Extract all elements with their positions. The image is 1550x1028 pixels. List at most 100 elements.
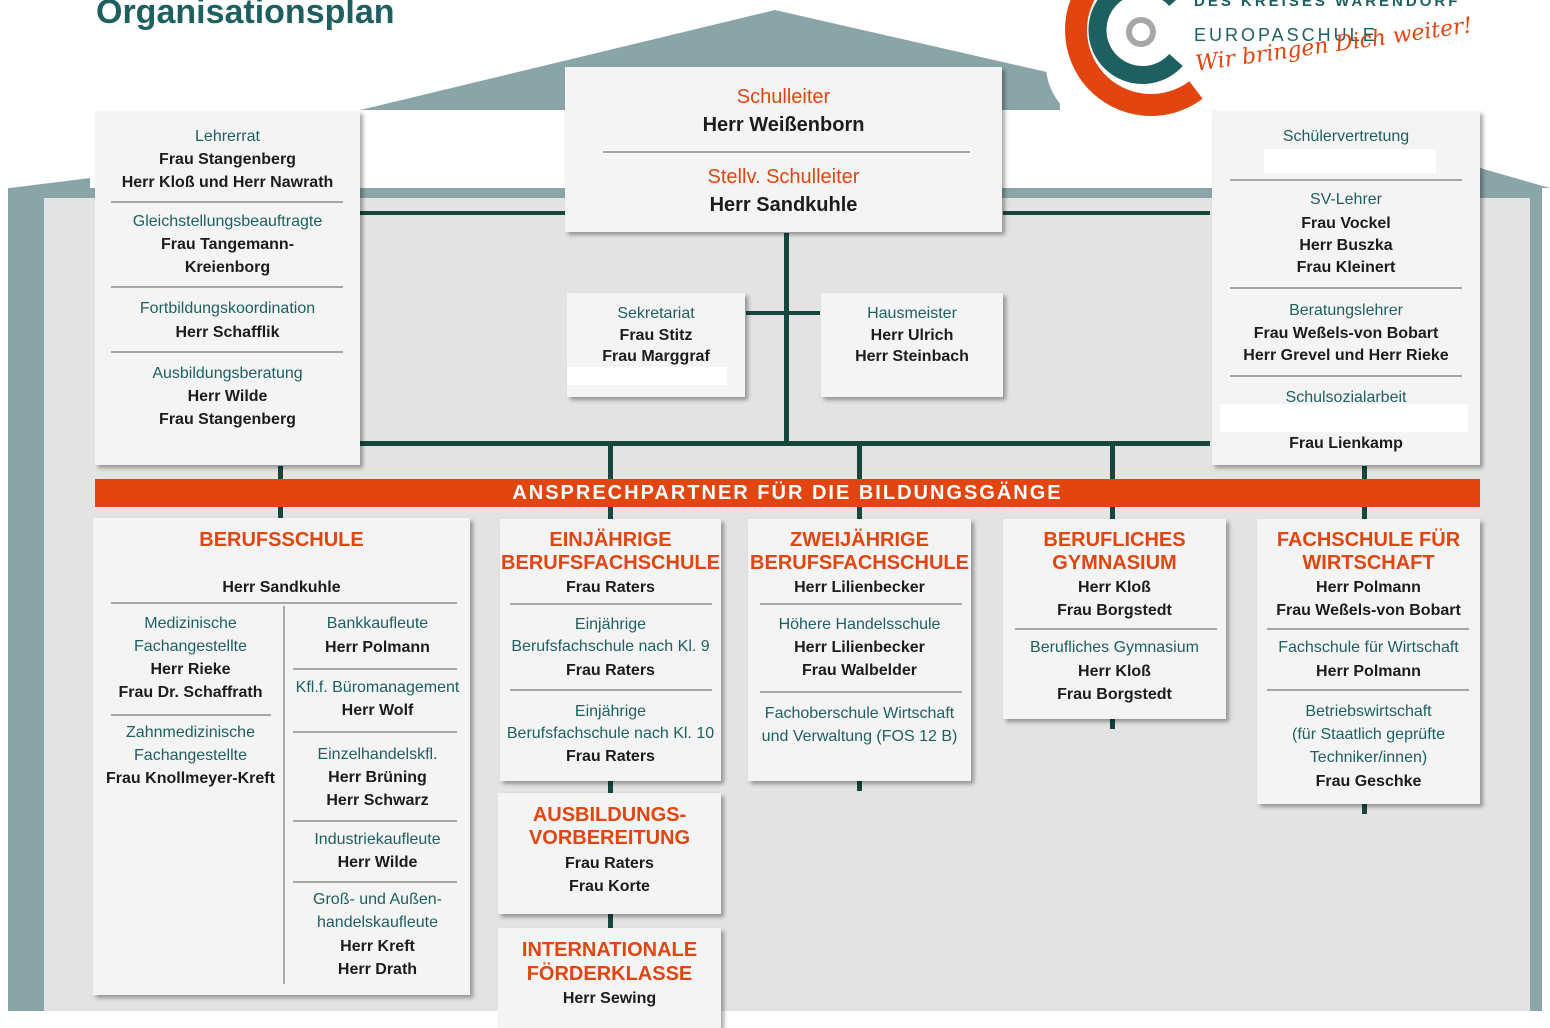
med-name: Herr Rieke — [150, 661, 231, 678]
ausbildung-box: AUSBILDUNGS- VORBEREITUNG Frau Raters Fr… — [498, 793, 721, 914]
industrie-name: Herr Wilde — [337, 854, 418, 871]
fos-role: Fachoberschule Wirtschaft — [764, 705, 955, 722]
international-box: INTERNATIONALE FÖRDERKLASSE Herr Sewing — [498, 928, 721, 1028]
redaction — [567, 367, 727, 385]
ausbildung-name: Frau Korte — [569, 878, 650, 895]
divider — [111, 286, 343, 288]
sv-lehrer-name: Frau Kleinert — [1296, 259, 1396, 276]
einjaehrige-title: BERUFSFACHSCHULE — [501, 552, 720, 574]
beratungslehrer-name: Herr Grevel und Herr Rieke — [1243, 347, 1449, 364]
buero-name: Herr Wolf — [341, 702, 414, 719]
logo: DES KREISES WARENDORF EUROPASCHULE Wir b… — [1046, 0, 1550, 125]
ausbildungsberatung-role: Ausbildungsberatung — [152, 365, 303, 382]
einj9-role: Einjährige — [574, 616, 647, 633]
industrie-role: Industriekaufleute — [314, 831, 441, 848]
divider — [760, 603, 962, 605]
lehrerrat-name: Frau Stangenberg — [159, 151, 296, 168]
page-title: Organisationsplan — [96, 0, 395, 31]
divider — [603, 151, 970, 153]
einj9-role: Berufsfachschule nach Kl. 9 — [511, 638, 710, 655]
ausbildungsberatung-name: Frau Stangenberg — [159, 411, 296, 428]
banner: ANSPRECHPARTNER FÜR DIE BILDUNGSGÄNGE — [95, 479, 1480, 507]
sekretariat-role: Sekretariat — [617, 305, 695, 322]
zahn-name: Frau Knollmeyer-Kreft — [106, 770, 275, 787]
international-title: FÖRDERKLASSE — [526, 963, 693, 985]
grosshandel-name: Herr Drath — [337, 961, 418, 978]
gymnasium-title: GYMNASIUM — [1052, 552, 1177, 574]
zweijaehrige-title: BERUFSFACHSCHULE — [750, 552, 969, 574]
lehrerrat-role: Lehrerrat — [195, 128, 260, 145]
connector — [1362, 804, 1367, 814]
divider — [293, 820, 457, 822]
connector — [857, 443, 862, 480]
divider — [293, 881, 457, 883]
international-title: INTERNATIONALE — [521, 939, 698, 961]
connector — [608, 914, 613, 928]
berufsschule-lead: Herr Sandkuhle — [222, 579, 341, 596]
international-name: Herr Sewing — [562, 990, 657, 1007]
einj10-name: Frau Raters — [566, 748, 655, 765]
bw-name: Frau Geschke — [1315, 773, 1422, 790]
divider — [111, 714, 271, 716]
connector — [1362, 466, 1367, 480]
gymnasium-title: BERUFLICHES — [1043, 529, 1186, 551]
zweijaehrige-box: ZWEIJÄHRIGE BERUFSFACHSCHULE Herr Lilien… — [748, 519, 971, 781]
fsw-name: Herr Polmann — [1316, 663, 1421, 680]
sekretariat-name: Frau Marggraf — [602, 348, 710, 365]
connector — [608, 506, 613, 520]
logo-emblem-icon — [1065, 0, 1203, 116]
hausmeister-name: Herr Steinbach — [855, 348, 969, 365]
fortbildung-role: Fortbildungskoordination — [139, 300, 316, 317]
connector — [857, 781, 862, 791]
bg-role: Berufliches Gymnasium — [1030, 639, 1199, 656]
fsw-role: Fachschule für Wirtschaft — [1278, 639, 1459, 656]
connector — [746, 311, 820, 315]
connector — [360, 441, 1210, 446]
med-name: Frau Dr. Schaffrath — [118, 684, 263, 701]
grosshandel-role: handelskaufleute — [317, 914, 438, 931]
einj10-role: Einjährige — [574, 703, 647, 720]
fortbildung-name: Herr Schafflik — [175, 324, 280, 341]
divider — [510, 689, 712, 691]
einzelhandel-name: Herr Schwarz — [326, 792, 429, 809]
gymnasium-box: BERUFLICHES GYMNASIUM Herr Kloß Frau Bor… — [1003, 519, 1226, 719]
schulleiter-name: Herr Weißenborn — [702, 114, 865, 136]
gleichstellung-name: Kreienborg — [184, 259, 271, 276]
connector — [1110, 443, 1115, 480]
connector — [1110, 719, 1115, 729]
divider — [1015, 628, 1217, 630]
divider — [1230, 375, 1462, 377]
divider — [111, 602, 457, 604]
divider — [111, 201, 343, 203]
einjaehrige-lead: Frau Raters — [566, 579, 655, 596]
bw-role: (für Staatlich geprüfte — [1292, 726, 1445, 743]
logo-line1: DES KREISES WARENDORF — [1194, 0, 1461, 10]
divider — [293, 731, 457, 733]
fachschule-lead: Herr Polmann — [1316, 579, 1421, 596]
lehrerrat-name: Herr Kloß und Herr Nawrath — [121, 174, 334, 191]
bg-name: Frau Borgstedt — [1057, 686, 1172, 703]
gleichstellung-role: Gleichstellungsbeauftragte — [132, 213, 323, 230]
fachschule-title: FACHSCHULE FÜR — [1276, 529, 1461, 551]
connector — [608, 443, 613, 480]
einzelhandel-role: Einzelhandelskfl. — [317, 746, 438, 763]
divider — [760, 691, 962, 693]
connector — [608, 781, 613, 793]
beratungslehrer-name: Frau Weßels-von Bobart — [1253, 325, 1439, 342]
divider — [510, 603, 712, 605]
schulsozialarbeit-name: Frau Lienkamp — [1289, 435, 1403, 452]
divider — [1230, 287, 1462, 289]
sv-lehrer-name: Herr Buszka — [1299, 237, 1393, 254]
schuelervertretung-role: Schülervertretung — [1282, 128, 1410, 145]
einzelhandel-name: Herr Brüning — [328, 769, 427, 786]
gleichstellung-name: Frau Tangemann- — [160, 236, 295, 253]
gymnasium-lead: Herr Kloß — [1078, 579, 1151, 596]
ausbildung-title: VORBEREITUNG — [528, 827, 691, 849]
left-panel: Lehrerrat Frau Stangenberg Herr Kloß und… — [95, 111, 360, 465]
sv-lehrer-name: Frau Vockel — [1301, 215, 1391, 232]
leitung-box: Schulleiter Herr Weißenborn Stellv. Schu… — [565, 67, 1002, 232]
schulsozialarbeit-role: Schulsozialarbeit — [1285, 389, 1407, 406]
buero-role: Kfl.f. Büromanagement — [295, 679, 460, 696]
divider — [111, 351, 343, 353]
einjaehrige-title: EINJÄHRIGE — [549, 529, 672, 551]
